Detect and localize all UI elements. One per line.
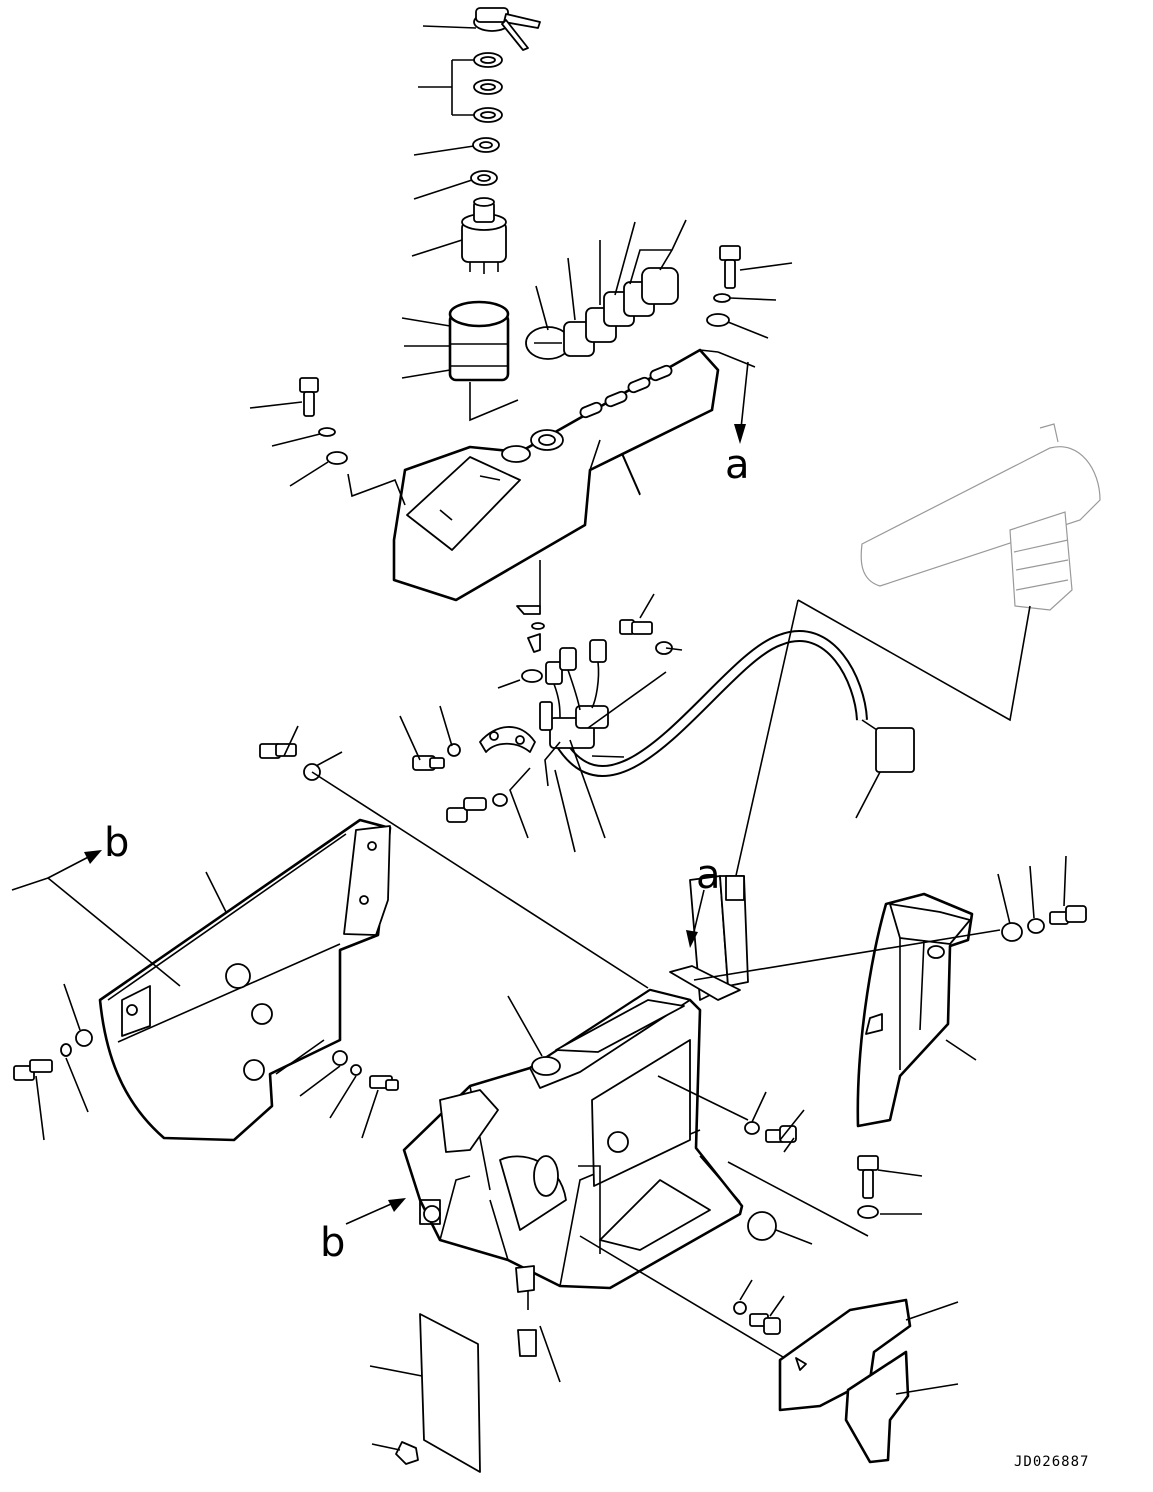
leader-line-cover <box>621 452 641 495</box>
leader-lines-left-cover-b <box>11 871 227 987</box>
leader-line-connector <box>855 771 881 819</box>
bolt-icon <box>706 245 741 327</box>
leader-lines-left-cover <box>249 401 406 506</box>
leader-lines-left-bolts <box>35 725 649 1141</box>
leader-lines-frame <box>507 995 869 1383</box>
leader-lines-bottom-right <box>895 1301 959 1395</box>
view-arrow-b-icon <box>345 1198 406 1225</box>
right-side-cover <box>856 892 974 1128</box>
armrest-ghost-icon <box>860 423 1101 611</box>
rocker-switch-icon <box>525 267 679 360</box>
leader-lines-switches <box>535 219 687 331</box>
leader-lines-top <box>401 25 519 422</box>
view-arrow-a-icon <box>734 361 749 444</box>
view-arrow-a-icon <box>686 889 705 948</box>
bolt-icon <box>733 905 1087 1335</box>
switch-slot-icon <box>579 364 673 419</box>
view-label-b-left: b <box>104 820 129 866</box>
drawing-code: JD026887 <box>1014 1454 1089 1470</box>
console-frame <box>402 875 749 1293</box>
view-label-a-frame: a <box>696 852 721 898</box>
small-parts-icon <box>412 605 673 823</box>
label-sheet-icon <box>419 1313 481 1473</box>
relay-bracket-icon <box>479 726 536 753</box>
clip-icon <box>395 1329 537 1465</box>
view-label-a-top: a <box>725 442 750 488</box>
leader-line-armrest <box>734 599 1031 881</box>
lower-right-cover <box>778 1298 912 1464</box>
bolt-icon <box>299 377 348 465</box>
starting-switch-icon <box>461 197 507 274</box>
view-label-b-frame: b <box>320 1220 345 1266</box>
cigarette-lighter-icon <box>448 300 510 382</box>
ignition-key-icon <box>473 7 541 51</box>
view-arrow-b-icon <box>47 850 102 879</box>
leader-lines-center <box>399 560 683 853</box>
console-top-cover <box>392 348 720 602</box>
washer-icon <box>470 52 503 186</box>
wiring-harness-icon <box>539 630 915 777</box>
leader-lines-right-top <box>699 262 793 368</box>
bolt-icon <box>13 743 399 1091</box>
leader-lines-right <box>693 855 1067 1317</box>
left-side-cover <box>98 818 392 1142</box>
leader-lines-bottom-left <box>369 1365 423 1451</box>
